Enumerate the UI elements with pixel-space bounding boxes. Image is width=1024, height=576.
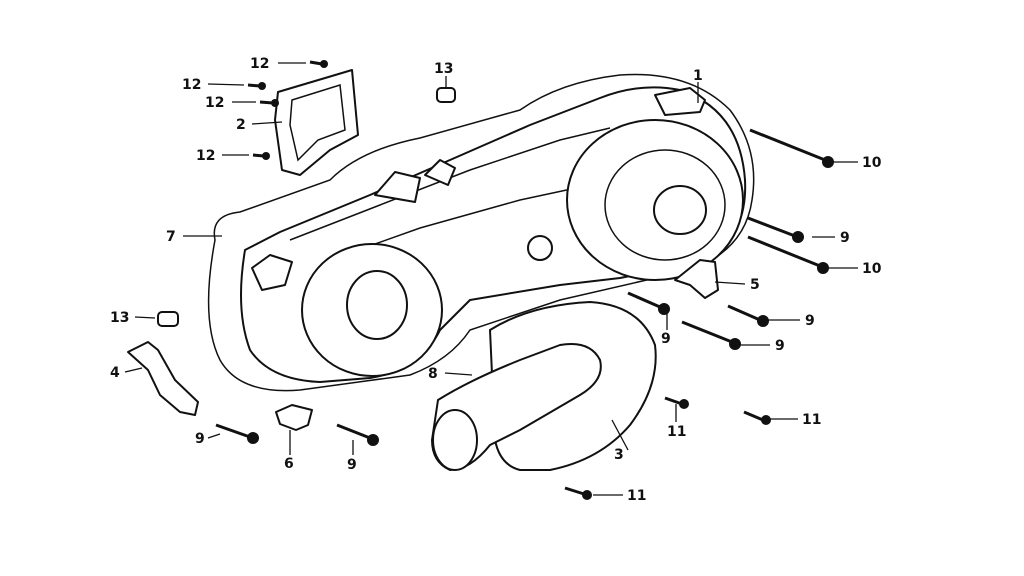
callout-3: 3	[614, 447, 624, 463]
bolt-9-b	[727, 304, 769, 327]
callout-2: 2	[236, 117, 246, 133]
screw-12-d	[252, 152, 270, 160]
callout-13-a: 13	[434, 61, 453, 77]
screw-11-c	[564, 486, 592, 500]
cover-tab-top	[374, 171, 421, 203]
callout-9-a: 9	[840, 230, 850, 246]
bolt-9-c	[627, 291, 670, 315]
callout-12-a: 12	[250, 56, 269, 72]
leader-lines	[124, 62, 858, 496]
callout-11-b: 11	[802, 412, 821, 428]
cover-tab-left	[251, 254, 293, 291]
callout-7: 7	[166, 229, 176, 245]
screw-11-b	[743, 410, 771, 425]
callout-12-c: 12	[205, 95, 224, 111]
pulley-opening	[346, 270, 408, 340]
callout-10-a: 10	[862, 155, 882, 171]
callout-13-b: 13	[110, 310, 129, 326]
cover-tab-right	[654, 87, 706, 116]
callout-12-b: 12	[182, 77, 201, 93]
clutch-dome-inner	[604, 149, 726, 261]
gasket-outline	[207, 73, 755, 392]
intake-duct-mouth	[432, 409, 478, 471]
cover-top-ridge	[289, 127, 611, 241]
clutch-hub	[653, 185, 707, 235]
lever-bracket	[127, 341, 199, 416]
screw-12-a	[309, 60, 328, 68]
bolt-10-bottom	[747, 235, 829, 274]
screw-12-c	[259, 99, 279, 107]
callout-10-b: 10	[862, 261, 882, 277]
callout-12-d: 12	[196, 148, 215, 164]
inspection-gasket-inner	[289, 84, 346, 162]
callout-8: 8	[428, 366, 438, 382]
bolt-9-e	[215, 423, 259, 444]
grommet	[275, 404, 313, 431]
bushing-left	[157, 311, 179, 327]
bolt-9-d	[681, 320, 741, 350]
cover-tab-mid	[424, 159, 456, 186]
inspection-gasket	[274, 69, 359, 176]
screw-11-a	[664, 396, 689, 409]
bolt-9-a	[747, 216, 804, 243]
cover-boss	[527, 235, 553, 261]
clutch-dome	[566, 119, 744, 281]
clip	[674, 259, 719, 299]
callout-1: 1	[693, 68, 703, 84]
callout-6: 6	[284, 456, 294, 472]
screw-12-b	[247, 82, 266, 90]
bolt-10-top	[749, 128, 834, 168]
callout-9-c: 9	[805, 313, 815, 329]
callout-5: 5	[750, 277, 760, 293]
callout-9-e: 9	[195, 431, 205, 447]
bolt-9-f	[336, 423, 379, 446]
callout-11-c: 11	[627, 488, 646, 504]
bushing-top	[436, 87, 456, 103]
callout-9-d: 9	[775, 338, 785, 354]
callout-4: 4	[110, 365, 120, 381]
callout-9-b: 9	[661, 331, 671, 347]
callout-9-f: 9	[347, 457, 357, 473]
callout-11-a: 11	[667, 424, 686, 440]
callout-labels: 1 2 3 4 5 6 7 8 9 9 9 9 9 9 10 10 11 11 …	[110, 56, 882, 504]
